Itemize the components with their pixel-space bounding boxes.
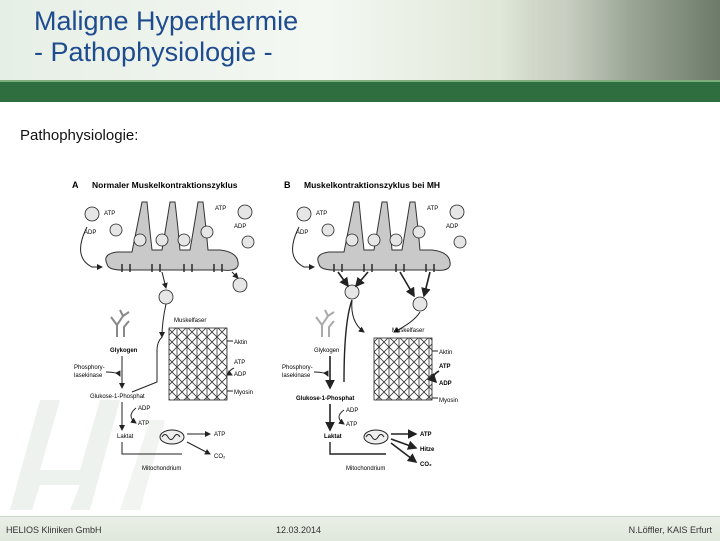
panel-b-adp-right: ADP [446, 224, 458, 230]
panel-a-phosphorylasekinase-1: Phosphory- [74, 365, 105, 371]
panel-a-reticulum [105, 201, 239, 271]
panel-a-adp: ADP [234, 372, 246, 378]
panel-a-aktin: Aktin [234, 340, 247, 346]
footer-author: N.Löffler, KAIS Erfurt [628, 525, 712, 535]
panel-b-glykogen-icon [315, 309, 335, 337]
panel-a-mitochondrion [159, 429, 185, 445]
panel-b-mito-hitze: Hitze [420, 447, 435, 453]
header-green-bar [0, 82, 720, 102]
panel-b-atp-right: ATP [427, 206, 438, 212]
panel-b-glukose: Glukose-1-Phosphat [296, 396, 354, 402]
panel-b-mitochondrium: Mitochondrium [346, 466, 385, 472]
panel-b-reticulum [317, 201, 451, 271]
slide-title: Maligne Hyperthermie - Pathophysiologie … [34, 6, 298, 68]
pathophysiology-diagram: A Normaler Muskelkontraktionszyklus ATP … [72, 180, 467, 472]
panel-a-glykogen: Glykogen [110, 348, 138, 354]
panel-b-muscle-fiber [373, 337, 433, 401]
panel-b-phosphorylasekinase-1: Phosphory- [282, 365, 313, 371]
panel-b-adp2: ADP [346, 408, 358, 414]
panel-b-atp-left: ATP [316, 211, 327, 217]
footer-organization: HELIOS Kliniken GmbH [6, 525, 102, 535]
panel-b-myosin: Myosin [439, 398, 458, 404]
panel-a-adp-right: ADP [234, 224, 246, 230]
panel-a-laktat: Laktat [117, 434, 134, 440]
panel-a-atp-right: ATP [215, 206, 226, 212]
panel-b-title: Muskelkontraktionszyklus bei MH [304, 180, 440, 190]
panel-a-mitochondrium: Mitochondrium [142, 466, 181, 472]
panel-a-atp2: ATP [138, 421, 149, 427]
panel-a-glukose: Glukose-1-Phosphat [90, 394, 145, 400]
panel-a-muskelfaser: Muskelfaser [174, 318, 206, 324]
panel-b-muskelfaser: Muskelfaser [392, 328, 424, 334]
panel-b-atp2: ATP [346, 422, 357, 428]
header-accent-line [0, 80, 720, 83]
panel-b-phosphorylasekinase-2: lasekinase [282, 373, 311, 379]
panel-a-letter: A [72, 180, 79, 190]
panel-a-calcium-ions [84, 204, 255, 305]
panel-a-title: Normaler Muskelkontraktionszyklus [92, 180, 238, 190]
title-line-2: - Pathophysiologie - [34, 37, 273, 67]
slide-footer: HELIOS Kliniken GmbH 12.03.2014 N.Löffle… [0, 516, 720, 541]
panel-b-mito-co2: CO₂ [420, 462, 432, 468]
panel-b-mito-atp: ATP [420, 432, 432, 438]
section-subtitle: Pathophysiologie: [20, 127, 139, 144]
panel-a-muscle-fiber [168, 327, 228, 401]
panel-a-adp-left: ADP [84, 230, 96, 236]
panel-a-atp-left: ATP [104, 211, 115, 217]
panel-a-atp: ATP [234, 360, 245, 366]
panel-b-laktat: Laktat [324, 434, 342, 440]
panel-a-mito-co2: CO₂ [214, 454, 226, 460]
panel-b-adp-left: ADP [296, 230, 308, 236]
panel-b-atp: ATP [439, 364, 451, 370]
panel-b-channels [333, 264, 435, 272]
panel-b-glykogen: Glykogen [314, 348, 339, 354]
helios-watermark-logo [10, 400, 165, 510]
footer-date: 12.03.2014 [276, 525, 322, 535]
header-photo [500, 0, 720, 82]
panel-b-aktin: Aktin [439, 350, 452, 356]
panel-a-channels [121, 264, 223, 272]
panel-a-mito-atp: ATP [214, 432, 225, 438]
panel-a-myosin: Myosin [234, 390, 253, 396]
panel-a: A Normaler Muskelkontraktionszyklus ATP … [72, 180, 255, 472]
panel-b-mitochondrion [363, 429, 389, 445]
panel-a-phosphorylasekinase-2: lasekinase [74, 373, 103, 379]
panel-b-calcium-ions [296, 204, 467, 312]
panel-b-adp: ADP [439, 381, 452, 387]
panel-b: B Muskelkontraktionszyklus bei MH ATP AD… [282, 180, 467, 472]
panel-a-glykogen-icon [110, 309, 130, 337]
panel-b-letter: B [284, 180, 291, 190]
title-line-1: Maligne Hyperthermie [34, 6, 299, 36]
panel-a-adp2: ADP [138, 406, 150, 412]
